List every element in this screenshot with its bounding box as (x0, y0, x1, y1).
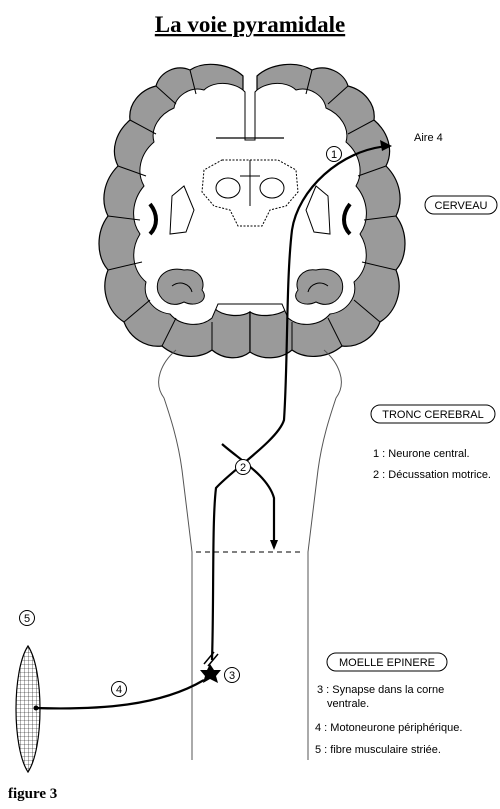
marker-2: 2 (240, 462, 246, 474)
brainstem-spinal-cord (159, 350, 342, 760)
temporal-right (296, 269, 343, 304)
legend-item-1: 1 : Neurone central. (373, 448, 470, 460)
brain-label: CERVEAU (435, 200, 488, 212)
thalamus-right (260, 178, 284, 198)
arrow-head-decussation (270, 540, 278, 550)
marker-4: 4 (116, 684, 122, 696)
temporal-left (157, 269, 204, 304)
brainstem-label: TRONC CEREBRAL (382, 409, 483, 421)
area4-label: Aire 4 (414, 132, 443, 144)
diagram-title: La voie pyramidale (155, 12, 345, 37)
legend-item-3-line2: ventrale. (327, 698, 369, 710)
thalamus-left (216, 178, 240, 198)
legend-item-4: 4 : Motoneurone périphérique. (315, 722, 462, 734)
marker-5: 5 (24, 613, 30, 625)
marker-3: 3 (229, 670, 235, 682)
brain (99, 64, 405, 357)
spinal-cord-label: MOELLE EPINERE (339, 657, 435, 669)
marker-1: 1 (331, 149, 337, 161)
legend-item-5: 5 : fibre musculaire striée. (315, 744, 441, 756)
neuromuscular-junction (34, 706, 39, 711)
legend-item-3-line1: 3 : Synapse dans la corne (317, 684, 444, 696)
legend-item-2: 2 : Décussation motrice. (373, 469, 491, 481)
figure-caption: figure 3 (8, 786, 57, 802)
